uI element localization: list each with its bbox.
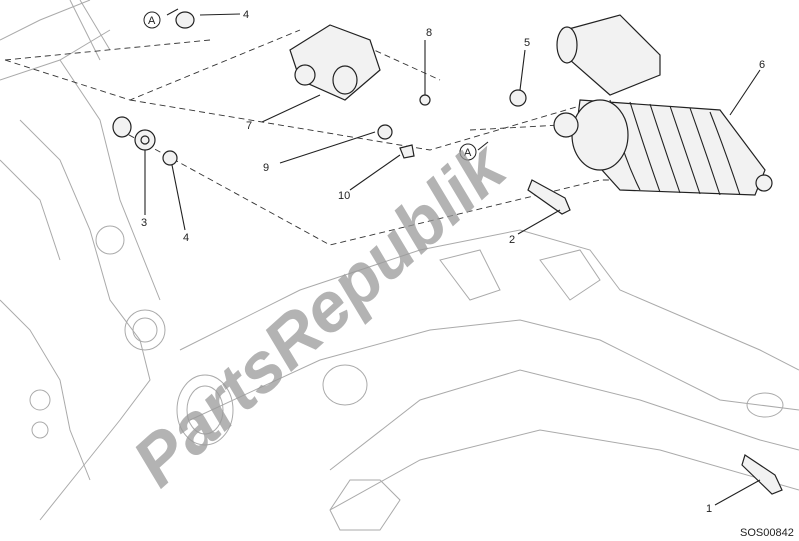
callouts: 4 8 5 6 7 9 10 3 4 2 1 — [141, 9, 765, 515]
callout-2: 2 — [509, 234, 515, 246]
callout-9: 9 — [263, 162, 269, 174]
reference-markers: A A — [143, 11, 477, 161]
callout-4-top: 4 — [243, 9, 249, 21]
reference-marker-a-top: A — [148, 15, 156, 27]
watermark: PartsRepublik — [118, 126, 522, 501]
callout-7: 7 — [246, 120, 252, 132]
callout-4-bottom: 4 — [183, 232, 189, 244]
callout-10: 10 — [338, 190, 350, 202]
callout-5: 5 — [524, 37, 530, 49]
swingarm-drawing — [176, 229, 799, 531]
callout-6: 6 — [759, 59, 765, 71]
callout-3: 3 — [141, 217, 147, 229]
frame-drawing — [0, 0, 166, 521]
callout-8: 8 — [426, 27, 432, 39]
rear-shock-absorber — [553, 14, 773, 196]
drawing-code: SOS00842 — [740, 527, 794, 539]
callout-leaders — [144, 8, 761, 506]
small-parts — [112, 11, 783, 495]
callout-1: 1 — [706, 503, 712, 515]
reference-marker-a-right: A — [464, 147, 472, 159]
